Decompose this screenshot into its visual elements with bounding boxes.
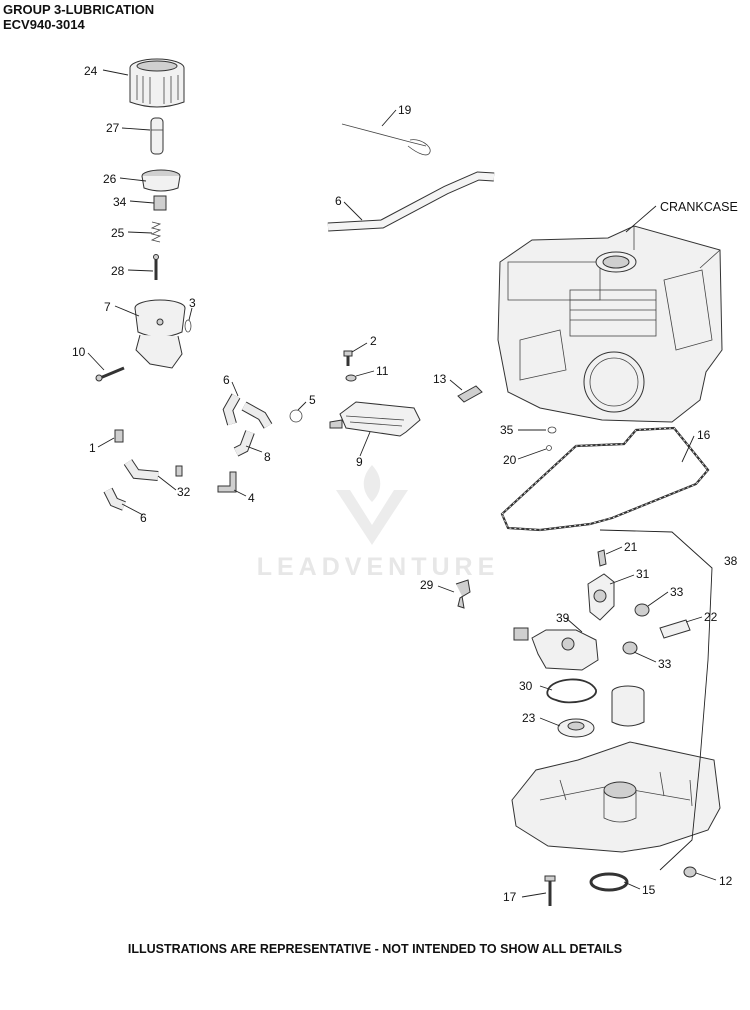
part-30-o-ring xyxy=(546,678,597,704)
callout-13: 13 xyxy=(433,372,447,386)
part-1-fitting xyxy=(114,429,124,443)
part-26-valve-housing xyxy=(141,169,181,192)
part-11-washer xyxy=(345,374,357,382)
part-6-hose-upper xyxy=(222,393,241,426)
callout-32: 32 xyxy=(177,485,191,499)
part-23-bearing xyxy=(557,718,595,738)
part-27-adapter xyxy=(150,117,164,155)
callout-15: 15 xyxy=(642,883,656,897)
callout-24: 24 xyxy=(84,64,98,78)
callout-2: 2 xyxy=(370,334,377,348)
callout-7: 7 xyxy=(104,300,111,314)
callout-8: 8 xyxy=(264,450,271,464)
part-24-oil-filter xyxy=(129,58,185,108)
part-33-plug-upper xyxy=(634,603,650,617)
callout-22: 22 xyxy=(704,610,718,624)
callout-5: 5 xyxy=(309,393,316,407)
part-38-oil-pan xyxy=(511,741,721,853)
part-31-housing xyxy=(587,573,615,621)
callout-31: 31 xyxy=(636,567,650,581)
callout-4: 4 xyxy=(248,491,255,505)
part-25-spring xyxy=(150,221,162,243)
callout-38: 38 xyxy=(724,554,738,568)
part-9-oil-cooler xyxy=(329,401,421,437)
callout-10: 10 xyxy=(72,345,86,359)
callout-27: 27 xyxy=(106,121,120,135)
callout-9: 9 xyxy=(356,455,363,469)
callout-33-lower: 33 xyxy=(658,657,672,671)
callout-26: 26 xyxy=(103,172,117,186)
callout-39: 39 xyxy=(556,611,570,625)
part-32-hose xyxy=(123,459,183,481)
callout-16: 16 xyxy=(697,428,711,442)
callout-21: 21 xyxy=(624,540,638,554)
part-5-clamp xyxy=(289,409,303,423)
model-number: ECV940-3014 xyxy=(3,17,85,32)
leader-lines xyxy=(87,69,717,898)
part-8-hose xyxy=(233,401,273,457)
part-2-bolt xyxy=(343,350,353,366)
part-13-sensor xyxy=(457,385,483,403)
part-oil-pump-sleeve xyxy=(611,685,645,727)
callout-17: 17 xyxy=(503,890,517,904)
part-28-pin xyxy=(153,254,159,280)
part-6-dipstick-tube xyxy=(327,171,495,232)
part-3-ring xyxy=(184,319,192,333)
callout-6-hose-upper: 6 xyxy=(223,373,230,387)
callout-1: 1 xyxy=(89,441,96,455)
watermark-logo xyxy=(336,465,408,545)
part-39-oil-pump xyxy=(513,627,599,671)
part-20-ball xyxy=(546,445,552,451)
part-4-elbow-fitting xyxy=(217,471,237,493)
part-7-filter-mount xyxy=(134,299,186,369)
part-16-gasket xyxy=(500,426,710,532)
callout-30: 30 xyxy=(519,679,533,693)
part-21-pin xyxy=(597,549,607,567)
part-17-bolt xyxy=(544,875,556,906)
callout-19: 19 xyxy=(398,103,412,117)
callout-33-upper: 33 xyxy=(670,585,684,599)
page-title: GROUP 3-LUBRICATION xyxy=(3,2,155,17)
callout-3: 3 xyxy=(189,296,196,310)
callout-35: 35 xyxy=(500,423,514,437)
part-19-dipstick xyxy=(341,123,431,156)
part-35-seal xyxy=(547,426,557,434)
part-15-seal xyxy=(589,872,629,892)
disclaimer-footer: ILLUSTRATIONS ARE REPRESENTATIVE - NOT I… xyxy=(127,942,623,956)
part-33-plug-lower xyxy=(622,641,638,655)
callout-11: 11 xyxy=(376,364,389,378)
callout-6-tube: 6 xyxy=(335,194,342,208)
watermark: LEADVENTURE xyxy=(256,553,500,581)
callout-20: 20 xyxy=(503,453,517,467)
callout-25: 25 xyxy=(111,226,125,240)
callout-12: 12 xyxy=(719,874,733,888)
crankcase-label: CRANKCASE xyxy=(660,200,738,214)
part-22-pipe xyxy=(659,619,691,639)
callout-34: 34 xyxy=(113,195,127,209)
part-12-plug xyxy=(683,866,697,878)
group-38-bracket xyxy=(599,529,713,871)
callout-28: 28 xyxy=(111,264,125,278)
callout-29: 29 xyxy=(420,578,434,592)
part-29-sensor xyxy=(455,579,471,609)
part-10-screw xyxy=(95,366,125,382)
callout-6-hose-lower: 6 xyxy=(140,511,147,525)
part-34-plug xyxy=(153,195,167,211)
callout-23: 23 xyxy=(522,711,536,725)
callout-labels: 24 27 26 34 25 28 7 3 10 19 6 2 11 13 6 … xyxy=(72,64,738,904)
part-6-hose-lower xyxy=(103,487,126,511)
crankcase-assembly xyxy=(497,225,723,423)
